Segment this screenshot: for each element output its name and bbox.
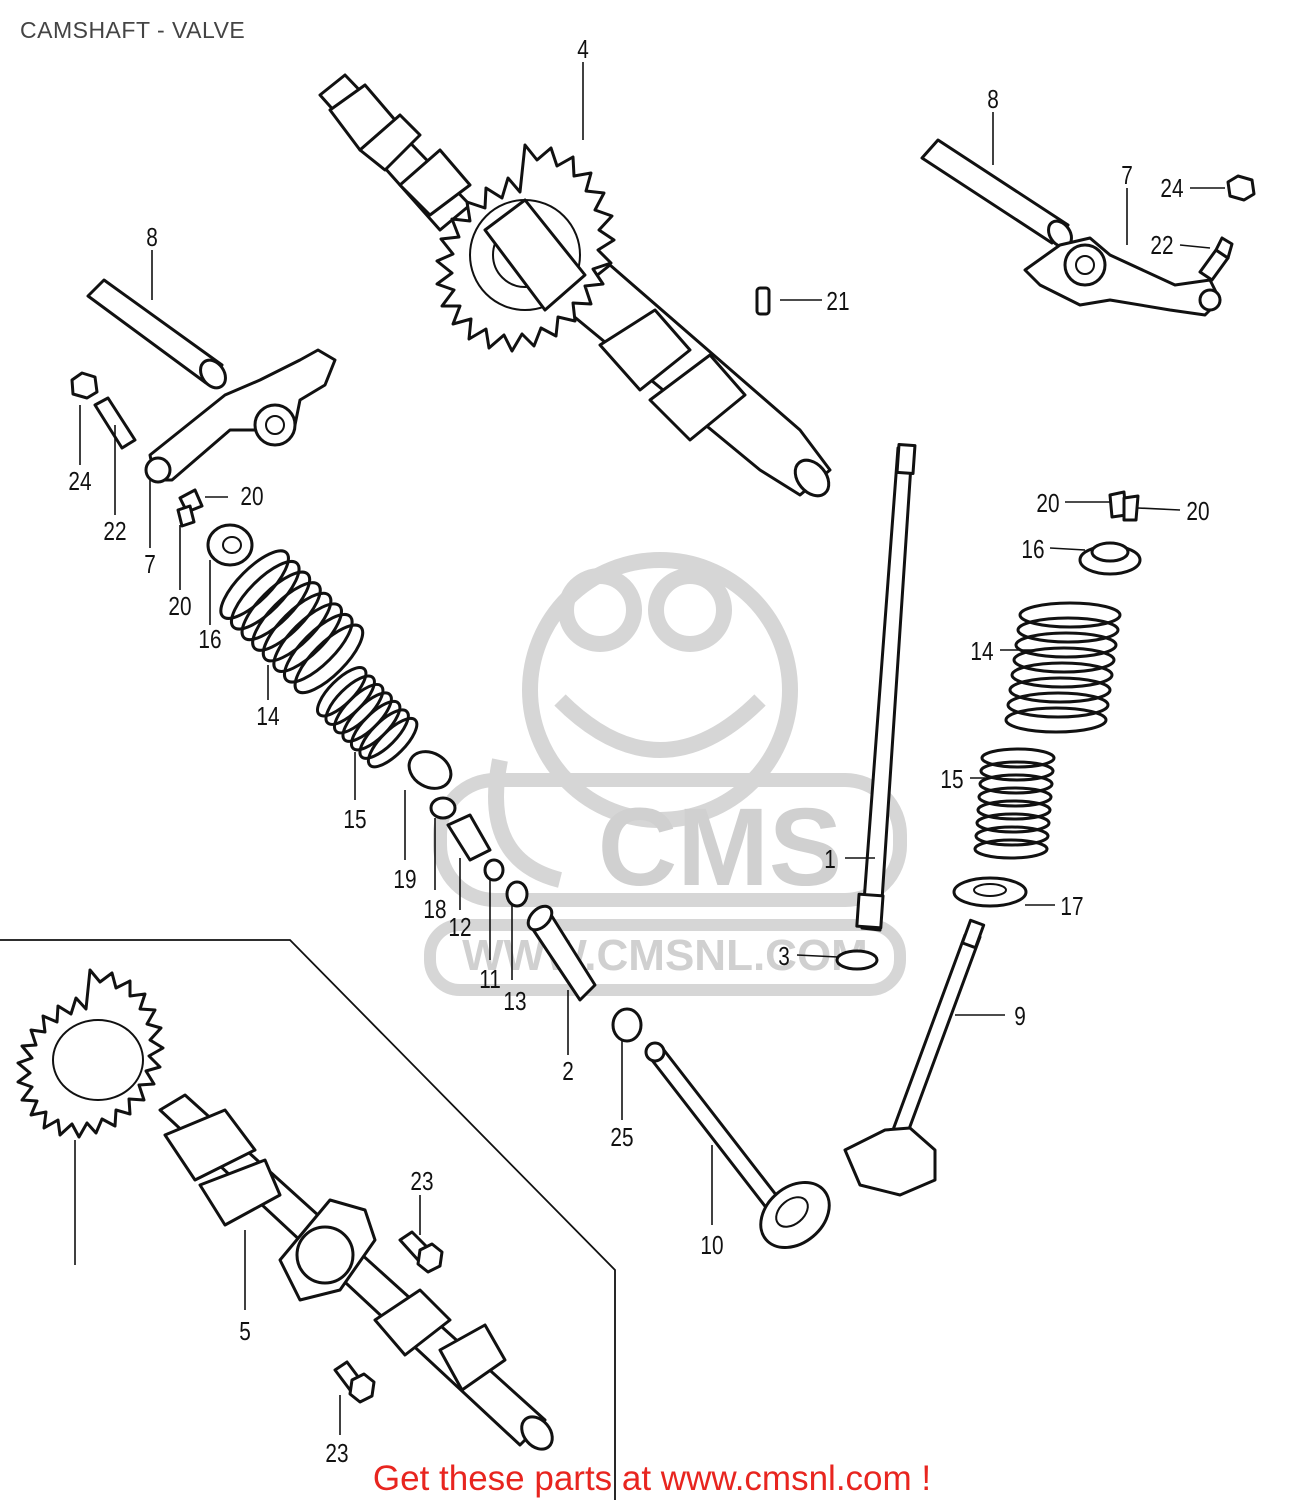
part-seat-19[interactable] [402, 744, 457, 795]
callout-22-left: 22 [103, 517, 126, 546]
callout-21: 21 [826, 287, 849, 316]
part-pin-21[interactable] [755, 286, 771, 316]
part-bolt-23-upper[interactable] [398, 1230, 444, 1274]
watermark-logo: CMS [598, 786, 842, 909]
part-inner-spring-15-left[interactable] [311, 661, 424, 774]
part-nut-24-left[interactable] [70, 371, 99, 400]
part-nut-24-right[interactable] [1226, 174, 1256, 202]
footer-cta-link[interactable]: Get these parts at www.cmsnl.com ! [373, 1459, 931, 1498]
watermark-badge [433, 773, 907, 907]
part-guide-2[interactable] [524, 902, 597, 1002]
callout-7-left: 7 [144, 550, 156, 579]
part-outer-spring-14-right[interactable] [1004, 601, 1122, 734]
callout-20-left-lower: 20 [168, 592, 191, 621]
part-rocker-pin-8-right[interactable] [920, 138, 1076, 251]
callout-18: 18 [423, 895, 446, 924]
callout-23-lower: 23 [325, 1439, 348, 1468]
part-cup-12[interactable] [446, 813, 492, 862]
callout-14-right: 14 [970, 637, 993, 666]
part-seal-18[interactable] [429, 796, 457, 820]
callout-labels: 4 8 7 24 22 21 8 24 22 7 20 20 16 14 15 … [68, 35, 1209, 1468]
callout-1: 1 [824, 845, 836, 874]
part-oring-25[interactable] [611, 1007, 643, 1043]
page-title: CAMSHAFT - VALVE [20, 17, 245, 43]
inset-divider-line [0, 939, 616, 1500]
part-retainer-16-left[interactable] [206, 523, 254, 567]
part-bolt-23-lower[interactable] [333, 1360, 376, 1404]
callout-3: 3 [778, 942, 790, 971]
leader-lines [79, 62, 1225, 1435]
callout-2: 2 [562, 1057, 574, 1086]
callout-15-right: 15 [940, 765, 963, 794]
callout-11: 11 [479, 965, 501, 994]
part-rocker-arm-7-right[interactable] [1023, 236, 1222, 317]
part-camshaft-5[interactable] [158, 1093, 559, 1455]
cms-watermark: CMS WWW.CMSNL.COM [424, 552, 907, 996]
part-adjuster-22-left[interactable] [93, 396, 137, 450]
callout-22-right: 22 [1150, 231, 1173, 260]
part-outer-spring-14-left[interactable] [212, 542, 373, 703]
part-adjuster-22-right[interactable] [1198, 236, 1234, 282]
part-cotters-20-right[interactable] [1108, 490, 1140, 522]
callout-7-right: 7 [1121, 161, 1133, 190]
callout-8-left: 8 [146, 223, 158, 252]
callout-20-left-upper: 20 [240, 482, 263, 511]
part-camshaft-4[interactable] [318, 73, 836, 502]
part-valve-9[interactable] [843, 918, 986, 1197]
callout-9: 9 [1014, 1002, 1026, 1031]
part-cotters-20-left[interactable] [176, 488, 204, 528]
callout-20-right-left: 20 [1036, 489, 1059, 518]
part-valve-10[interactable] [644, 1041, 842, 1261]
part-guide-1[interactable] [855, 442, 917, 932]
part-ring-11[interactable] [483, 858, 505, 882]
part-seat-17[interactable] [952, 876, 1028, 908]
callout-8-right: 8 [987, 85, 999, 114]
callout-17: 17 [1060, 892, 1083, 921]
part-inner-spring-15-right[interactable] [973, 747, 1056, 860]
callout-23-upper: 23 [410, 1167, 433, 1196]
callout-14-left: 14 [256, 702, 279, 731]
part-retainer-16-right[interactable] [1078, 541, 1142, 576]
callout-19: 19 [393, 865, 416, 894]
callout-24-right: 24 [1160, 174, 1183, 203]
callout-4: 4 [577, 35, 589, 64]
callout-16-left: 16 [198, 625, 221, 654]
part-rocker-pin-8-left[interactable] [86, 278, 231, 393]
callout-12: 12 [448, 913, 471, 942]
callout-16-right: 16 [1021, 535, 1044, 564]
part-ring-3[interactable] [835, 949, 879, 971]
part-ring-13[interactable] [505, 880, 529, 908]
callout-15-left: 15 [343, 805, 366, 834]
callout-25: 25 [610, 1123, 633, 1152]
callout-10: 10 [700, 1231, 723, 1260]
callout-5: 5 [239, 1317, 251, 1346]
part-rocker-arm-7-left[interactable] [144, 348, 337, 484]
watermark-url-band [424, 919, 906, 996]
part-sprocket-lower[interactable] [16, 968, 165, 1265]
callout-20-right-right: 20 [1186, 497, 1209, 526]
callout-24-left: 24 [68, 467, 91, 496]
callout-13: 13 [503, 987, 526, 1016]
